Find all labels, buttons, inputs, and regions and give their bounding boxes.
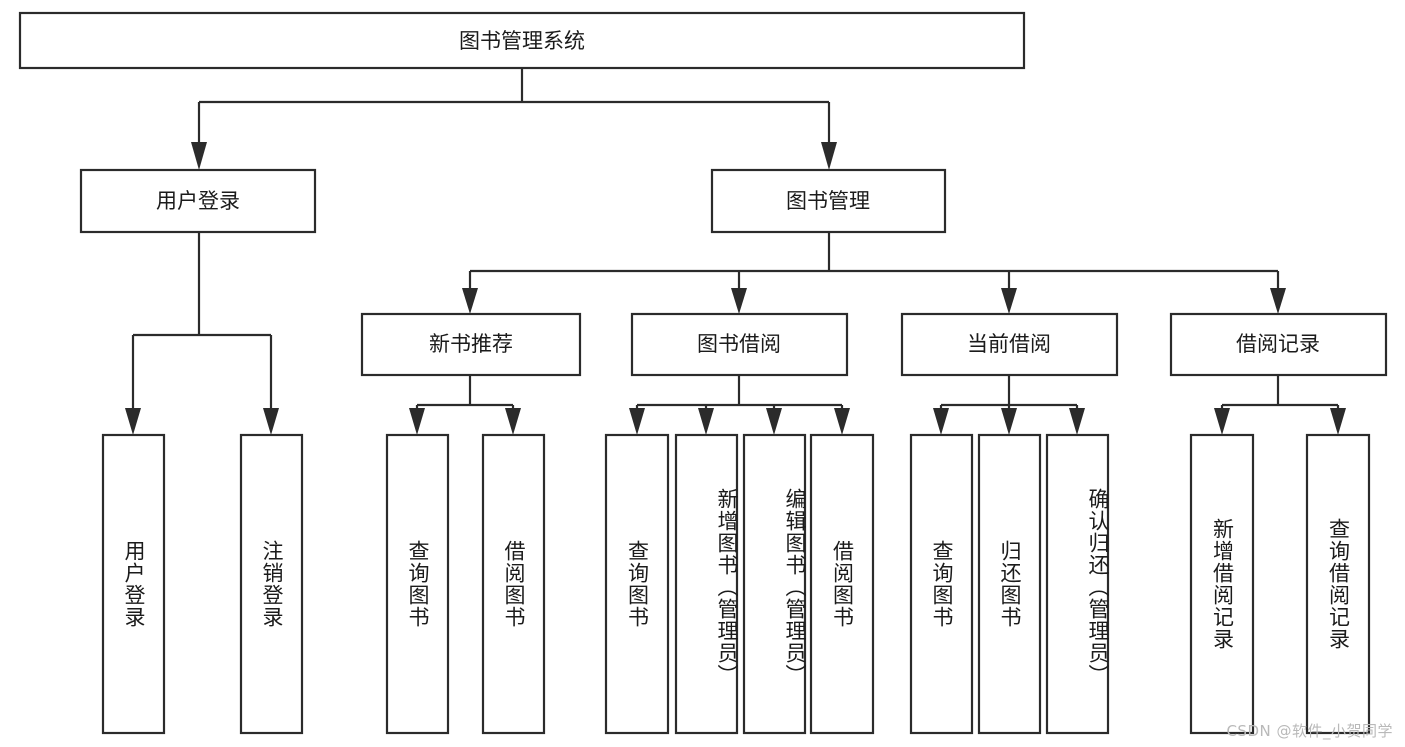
- arrow-head-leaf-return-book: [1001, 408, 1017, 435]
- label-root: 图书管理系统: [459, 29, 585, 53]
- arrow-head-leaf-query-book-1: [409, 408, 425, 435]
- node-leaf-edit-book-admin[interactable]: [742, 433, 807, 735]
- node-new-book-rec[interactable]: [360, 312, 582, 377]
- node-current-borrow[interactable]: [900, 312, 1119, 377]
- label-book-manage: 图书管理: [786, 189, 870, 213]
- arrow-head-leaf-query-borrow-record: [1330, 408, 1346, 435]
- node-leaf-borrow-book-1[interactable]: [481, 433, 546, 735]
- node-book-borrow[interactable]: [630, 312, 849, 377]
- arrow-head-book-manage: [821, 142, 837, 170]
- label-user-login: 用户登录: [156, 189, 240, 213]
- node-leaf-logout[interactable]: [239, 433, 304, 735]
- node-leaf-query-book-3[interactable]: [909, 433, 974, 735]
- node-leaf-query-book-2[interactable]: [604, 433, 670, 735]
- nodes-layer: [18, 11, 1388, 735]
- arrow-head-new-book-rec: [462, 288, 478, 314]
- connectors-layer: [125, 68, 1346, 435]
- node-leaf-query-book-1[interactable]: [385, 433, 450, 735]
- arrow-head-leaf-add-book-admin: [698, 408, 714, 435]
- arrow-head-leaf-query-book-3: [933, 408, 949, 435]
- arrow-head-leaf-borrow-book-1: [505, 408, 521, 435]
- watermark-text: CSDN @软件_小贺同学: [1226, 722, 1393, 740]
- node-root[interactable]: [18, 11, 1026, 70]
- arrow-head-user-login: [191, 142, 207, 170]
- label-current-borrow: 当前借阅: [967, 332, 1051, 356]
- arrow-head-leaf-borrow-book-2: [834, 408, 850, 435]
- label-book-borrow: 图书借阅: [697, 332, 781, 356]
- label-new-book-rec: 新书推荐: [429, 332, 513, 356]
- arrow-head-leaf-user-login: [125, 408, 141, 435]
- arrow-head-current-borrow: [1001, 288, 1017, 314]
- node-book-manage[interactable]: [710, 168, 947, 234]
- node-leaf-return-book[interactable]: [977, 433, 1042, 735]
- node-leaf-query-borrow-record[interactable]: [1305, 433, 1371, 735]
- node-leaf-user-login[interactable]: [101, 433, 166, 735]
- label-borrow-record: 借阅记录: [1236, 332, 1320, 356]
- arrow-head-leaf-add-borrow-record: [1214, 408, 1230, 435]
- node-leaf-confirm-return-admin[interactable]: [1045, 433, 1110, 735]
- arrow-head-leaf-query-book-2: [629, 408, 645, 435]
- arrow-head-book-borrow: [731, 288, 747, 314]
- node-leaf-borrow-book-2[interactable]: [809, 433, 875, 735]
- arrow-head-leaf-logout: [263, 408, 279, 435]
- node-leaf-add-book-admin[interactable]: [674, 433, 739, 735]
- node-leaf-add-borrow-record[interactable]: [1189, 433, 1255, 735]
- arrow-head-borrow-record: [1270, 288, 1286, 314]
- arrow-head-leaf-edit-book-admin: [766, 408, 782, 435]
- node-user-login[interactable]: [79, 168, 317, 234]
- labels-layer: 图书管理系统 用户登录 图书管理 新书推荐 图书借阅 当前借阅 借阅记录: [156, 29, 1320, 356]
- arrow-head-leaf-confirm-return-admin: [1069, 408, 1085, 435]
- node-borrow-record[interactable]: [1169, 312, 1388, 377]
